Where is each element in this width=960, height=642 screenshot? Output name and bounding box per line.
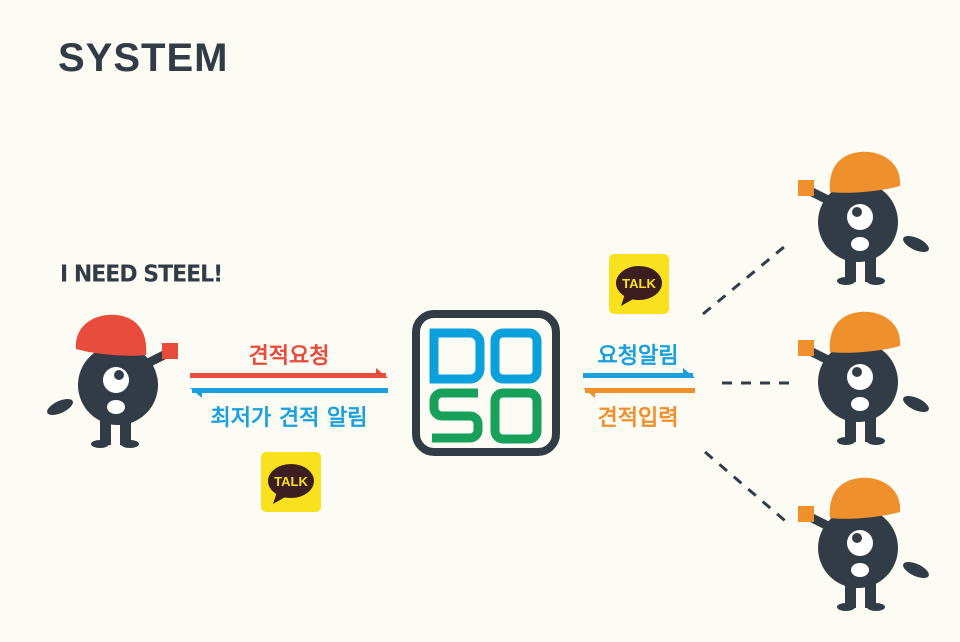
supplier-connectors bbox=[702, 240, 791, 527]
input-arrow bbox=[583, 388, 695, 398]
kakaotalk-icon: TALK bbox=[609, 254, 669, 314]
kakaotalk-label: TALK bbox=[622, 276, 656, 291]
kakaotalk-icon: TALK bbox=[261, 452, 321, 512]
response-arrow bbox=[190, 388, 388, 398]
requester-shout: I NEED STEEL! bbox=[60, 261, 223, 288]
lowest-quote-notice-label: 최저가 견적 알림 bbox=[210, 406, 368, 431]
kakaotalk-label: TALK bbox=[274, 474, 308, 489]
supplier-character-2 bbox=[798, 312, 931, 445]
supplier-character-3 bbox=[798, 478, 931, 611]
page-title: SYSTEM bbox=[58, 36, 229, 80]
doso-logo bbox=[412, 310, 560, 456]
supplier-character-1 bbox=[798, 152, 931, 285]
request-label: 견적요청 bbox=[248, 344, 330, 369]
notify-label: 요청알림 bbox=[597, 344, 679, 369]
requester-character bbox=[45, 315, 178, 448]
request-arrow bbox=[190, 368, 388, 378]
notify-arrow bbox=[583, 368, 695, 378]
quote-input-label: 견적입력 bbox=[597, 406, 679, 431]
